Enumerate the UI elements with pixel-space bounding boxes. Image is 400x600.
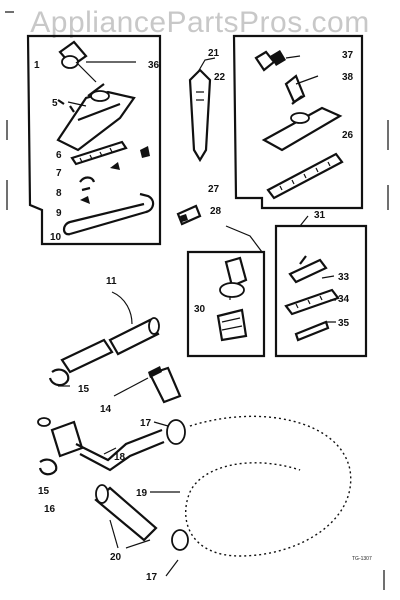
callout-19: 19 (136, 488, 148, 499)
brush-strip (70, 140, 128, 166)
callout-22: 22 (214, 72, 226, 83)
callout-17a: 17 (140, 418, 152, 429)
callout-37: 37 (342, 50, 354, 61)
dusting-brush (284, 288, 340, 316)
callout-11: 11 (106, 276, 117, 287)
callout-6: 6 (56, 150, 62, 161)
callout-26: 26 (342, 130, 354, 141)
floor-tool-brush (266, 152, 344, 200)
callout-28: 28 (210, 206, 222, 217)
callout-30: 30 (194, 304, 206, 315)
connector-part (58, 40, 97, 83)
extension-wand (188, 57, 216, 163)
callout-21: 21 (208, 48, 220, 59)
callout-35: 35 (338, 318, 350, 329)
callout-1: 1 (34, 60, 40, 71)
hose-handle (37, 417, 165, 476)
bumper-strip (62, 192, 155, 236)
callout-38: 38 (342, 72, 354, 83)
callout-34: 34 (338, 294, 350, 305)
callout-9: 9 (56, 208, 62, 219)
callout-16: 16 (44, 504, 56, 515)
wand-cap (48, 368, 70, 387)
callout-15a: 15 (78, 384, 90, 395)
callout-20: 20 (110, 552, 122, 563)
callout-17b: 17 (146, 572, 158, 583)
callout-5: 5 (52, 98, 58, 109)
callout-labels: 1 36 5 6 7 8 9 10 21 22 37 38 26 27 28 3… (34, 48, 354, 583)
figure-code: TG-1307 (352, 556, 372, 562)
callout-27: 27 (208, 184, 220, 195)
brush-body (56, 83, 136, 152)
box-attachments (274, 215, 368, 358)
callout-14: 14 (100, 404, 112, 415)
box-floor-tool (232, 34, 364, 210)
callout-18: 18 (114, 452, 126, 463)
crevice-tool (288, 255, 328, 284)
small-nozzle (148, 366, 182, 404)
callout-33: 33 (338, 272, 350, 283)
wand-connector (176, 204, 202, 226)
callout-36: 36 (148, 60, 160, 71)
callout-10: 10 (50, 232, 62, 243)
box-floor-brush (26, 34, 162, 246)
wand-tubes (60, 291, 160, 374)
callout-31: 31 (314, 210, 326, 221)
margin-marks (5, 11, 389, 590)
callout-8: 8 (56, 188, 62, 199)
floor-tool-head (261, 95, 343, 152)
hose-coil (166, 411, 356, 562)
callout-7: 7 (56, 168, 62, 179)
box-swivel (186, 225, 266, 358)
hose-cuff (94, 484, 158, 542)
callout-15b: 15 (38, 486, 50, 497)
leader-lines (58, 55, 336, 577)
